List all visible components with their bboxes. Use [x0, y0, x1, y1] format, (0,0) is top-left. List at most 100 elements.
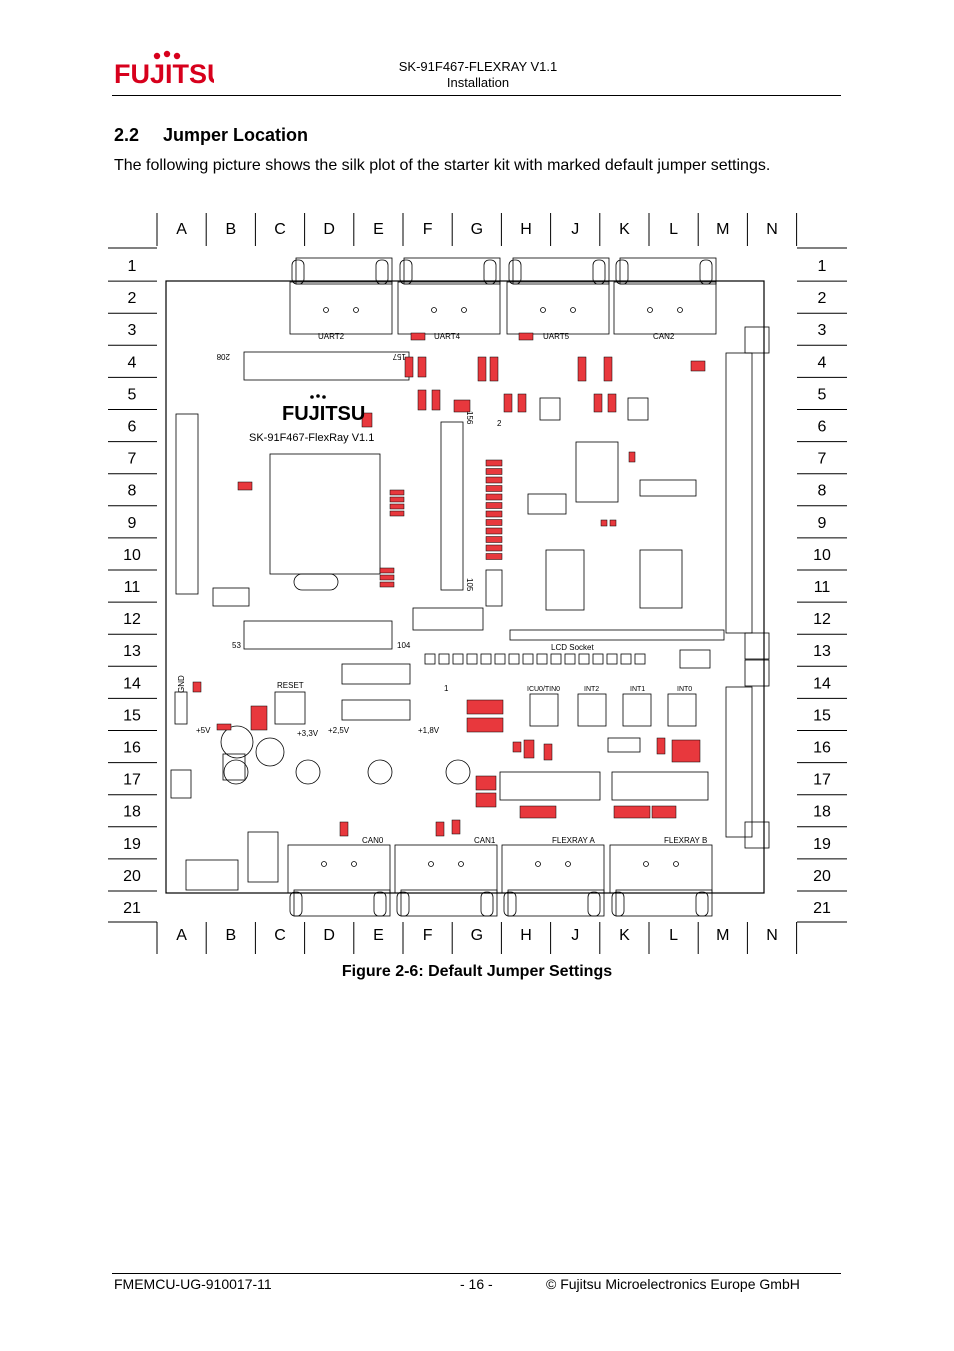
- ic: [611, 771, 709, 801]
- column-label-bottom: B: [225, 927, 236, 944]
- dsub-pin: [535, 861, 541, 867]
- edge-tab: [744, 632, 770, 660]
- dsub-bottom-screw-right: [695, 891, 709, 917]
- trimmer: [295, 759, 321, 785]
- jumper: [512, 741, 522, 753]
- jumper: [485, 476, 503, 484]
- jumper: [485, 519, 503, 526]
- ic: [485, 569, 503, 607]
- dsub-top-body-uart2: [289, 281, 393, 335]
- row-label-left: 17: [123, 772, 141, 789]
- led: [494, 653, 506, 665]
- lcd-socket: [509, 629, 725, 641]
- jumper: [339, 821, 349, 837]
- jumper: [379, 574, 395, 581]
- jumper: [216, 723, 232, 731]
- jumper: [503, 393, 513, 413]
- dsub-pin: [565, 861, 571, 867]
- dsub-pin: [643, 861, 649, 867]
- push-button: [577, 693, 607, 727]
- dsub-bottom-body-flexray-a: [501, 844, 605, 894]
- row-label-left: 15: [123, 707, 141, 724]
- label-int1: INT1: [630, 686, 645, 693]
- dsub-bottom-body-flexray-b: [609, 844, 713, 894]
- jumper: [485, 493, 503, 501]
- label-pin2: 2: [497, 419, 502, 428]
- footer-page-number: - 16 -: [460, 1276, 493, 1292]
- label-can0: CAN0: [362, 836, 384, 845]
- trimmer: [255, 737, 285, 767]
- jumper: [485, 544, 503, 552]
- dsub-pin: [353, 307, 359, 313]
- push-button: [622, 693, 652, 727]
- label-3v3: +3,3V: [297, 729, 319, 738]
- reset-button: [274, 691, 306, 725]
- column-label-top: F: [423, 221, 433, 238]
- led: [606, 653, 618, 665]
- jumper: [485, 485, 503, 492]
- led: [578, 653, 590, 665]
- row-label-right: 7: [818, 451, 827, 468]
- row-label-left: 20: [123, 868, 141, 885]
- row-label-left: 11: [124, 579, 141, 596]
- jumper: [192, 681, 202, 693]
- edge-connector-upper: [725, 352, 753, 634]
- jumper: [379, 567, 395, 574]
- section-title: Jumper Location: [163, 125, 309, 145]
- jumper: [656, 737, 666, 755]
- row-label-right: 6: [818, 419, 827, 436]
- row-label-right: 14: [813, 675, 831, 692]
- jumper-markers: [192, 332, 706, 837]
- row-label-right: 15: [813, 707, 831, 724]
- jumper: [671, 739, 701, 763]
- label-int2: INT2: [584, 686, 599, 693]
- led: [634, 653, 646, 665]
- jumper: [485, 536, 503, 543]
- dsub-pin: [540, 307, 546, 313]
- board-silkscreen: [170, 257, 770, 917]
- column-label-top: H: [520, 221, 532, 238]
- header-left: [175, 413, 199, 595]
- board-name: SK-91F467-FlexRay V1.1: [249, 432, 374, 444]
- component: [170, 769, 192, 799]
- row-label-left: 9: [128, 515, 137, 532]
- label-icu0: ICU0/TIN0: [527, 686, 560, 693]
- label-2v5: +2,5V: [328, 726, 350, 735]
- dsub-bottom-screw-right: [587, 891, 601, 917]
- jumper: [389, 489, 405, 496]
- power-connector: [247, 831, 279, 883]
- jumper: [485, 553, 503, 560]
- label-uart4: UART4: [434, 332, 461, 341]
- dsub-pin: [351, 861, 357, 867]
- dsub-top-screw-left: [291, 259, 305, 285]
- column-label-top: N: [766, 221, 778, 238]
- row-label-left: 5: [128, 386, 137, 403]
- jumper: [466, 717, 504, 733]
- footer-rule: [112, 1273, 841, 1274]
- column-label-bottom: K: [619, 927, 630, 944]
- row-label-left: 16: [123, 740, 141, 757]
- led: [564, 653, 576, 665]
- jumper: [453, 399, 471, 413]
- row-label-right: 9: [818, 515, 827, 532]
- jumper: [361, 412, 373, 428]
- dsub-pin: [458, 861, 464, 867]
- ic: [639, 479, 697, 497]
- label-pin105: 105: [465, 578, 474, 592]
- push-button: [667, 693, 697, 727]
- row-label-left: 12: [123, 611, 141, 628]
- column-label-bottom: N: [766, 927, 778, 944]
- column-label-bottom: C: [274, 927, 286, 944]
- doc-title: SK-91F467-FLEXRAY V1.1: [398, 59, 558, 74]
- ic: [212, 587, 250, 607]
- dsub-pin: [323, 307, 329, 313]
- column-label-top: G: [471, 221, 483, 238]
- dsub-top-screw-right: [483, 259, 497, 285]
- edge-connector-lower: [725, 686, 753, 838]
- column-label-top: M: [716, 221, 729, 238]
- column-label-top: A: [176, 221, 187, 238]
- led: [592, 653, 604, 665]
- row-label-right: 11: [814, 579, 831, 596]
